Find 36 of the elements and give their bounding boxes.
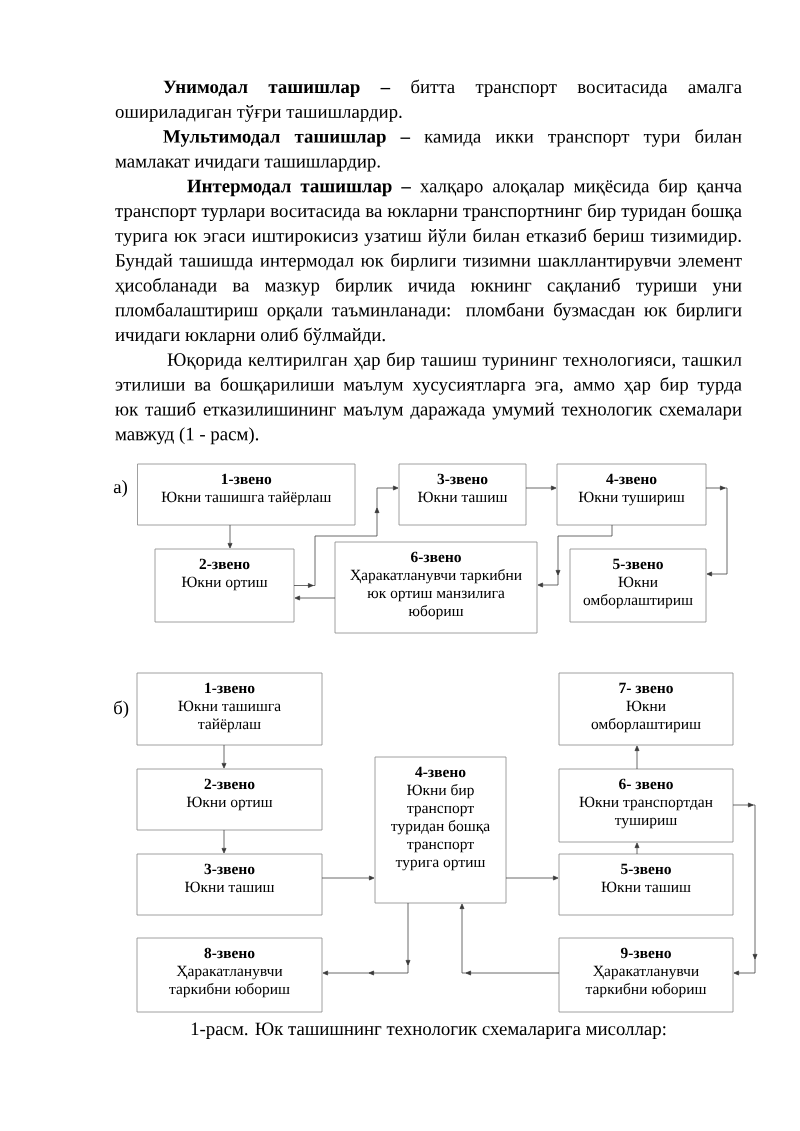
process-box: 4-звено Юкни тушириш (556, 463, 707, 526)
arrow (505, 875, 559, 881)
process-box: 2-звено Юкни ортиш (136, 768, 323, 831)
arrow (537, 524, 613, 588)
process-box: 5-звено Юкни ташиш (558, 853, 734, 916)
paragraph: Мультимодал ташишлар – камида икки транспорт тури билан мамлакат ичидаги ташишлардир. (115, 129, 742, 172)
arrow (322, 902, 411, 976)
arrow (634, 745, 640, 770)
arrow (221, 829, 227, 854)
process-box: 9-звено Ҳаракатланувчи таркибни юбориш (558, 937, 734, 1013)
paragraph: Интермодал ташишлар – халқаро алоқалар миқёсида бир қанча транспорт турлари воситасида ва юкларни транспортнинг бир туридан бошқа турига юк эгаси иштирокисиз узатиш йўли билан етказиб бериш тизимидир. Бундай ташишда интермодал юк бирлиги тизимни шакллантирувчи элемент ҳисобланади ва мазкур бирлик ичида юкнинг сақланиб туриши уни пломбалаштириш орқали таъминланади: пломбани бузмасдан юк бирлиги ичидаги юкларни олиб бўлмайди. (115, 178, 742, 346)
process-box: 6- звено Юкни транспортдан тушириш (558, 768, 734, 843)
panel-label: б) (114, 700, 129, 718)
arrow (732, 802, 758, 976)
process-box: 4-звено Юкни бир транспорт туридан бошқа транспорт турига ортиш (374, 756, 507, 904)
arrow (294, 595, 336, 601)
arrow (459, 903, 560, 976)
arrow (634, 842, 640, 855)
arrow (525, 485, 557, 491)
arrow (321, 875, 375, 881)
process-box: 6-звено Ҳаракатланувчи таркибни юк ортиш манзилига юбориш (334, 541, 538, 634)
arrow (221, 744, 227, 769)
figure-caption: 1-расм. Юк ташишнинг технологик схемаларига мисоллар: (191, 1022, 666, 1039)
process-box: 8-звено Ҳаракатланувчи таркибни юбориш (136, 937, 323, 1013)
process-box: 1-звено Юкни ташишга тайёрлаш (137, 463, 356, 526)
paragraph: Унимодал ташишлар – битта транспорт воситасида амалга ошириладиган тўғри ташишлардир. (115, 79, 742, 122)
process-box: 1-звено Юкни ташишга тайёрлаш (136, 672, 323, 746)
paragraph: Юқорида келтирилган ҳар бир ташиш турининг технологияси, ташкил этилиши ва бошқарилиши маълум хусусиятларга эга, аммо ҳар бир турда юк ташиб етказилишининг маълум даражада умумий технологик схемалари мавжуд (1 - расм). (115, 352, 742, 445)
process-box: 2-звено Юкни ортиш (154, 548, 295, 623)
arrow (705, 485, 728, 577)
process-box: 3-звено Юкни ташиш (398, 463, 527, 526)
process-box: 3-звено Юкни ташиш (136, 853, 323, 916)
process-box: 5-звено Юкни омборлаштириш (569, 548, 707, 623)
arrow (293, 485, 399, 588)
process-box: 7- звено Юкни омборлаштириш (558, 672, 734, 746)
arrow (227, 524, 233, 549)
